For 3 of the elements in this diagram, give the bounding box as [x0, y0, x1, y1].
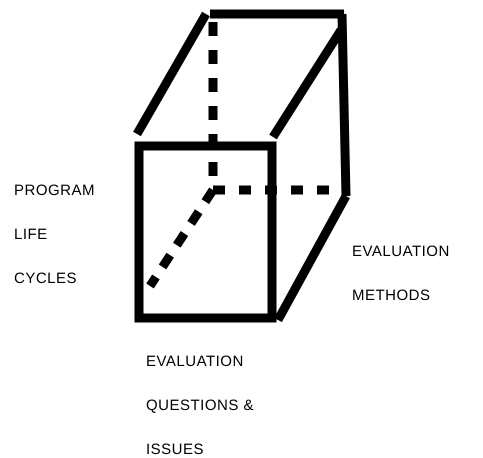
axis-label: EVALUATION METHODS	[352, 242, 451, 306]
axis-label: EVALUATION QUESTIONS & ISSUES	[146, 352, 256, 458]
axis-label: PROGRAM LIFE CYCLES	[14, 181, 96, 289]
